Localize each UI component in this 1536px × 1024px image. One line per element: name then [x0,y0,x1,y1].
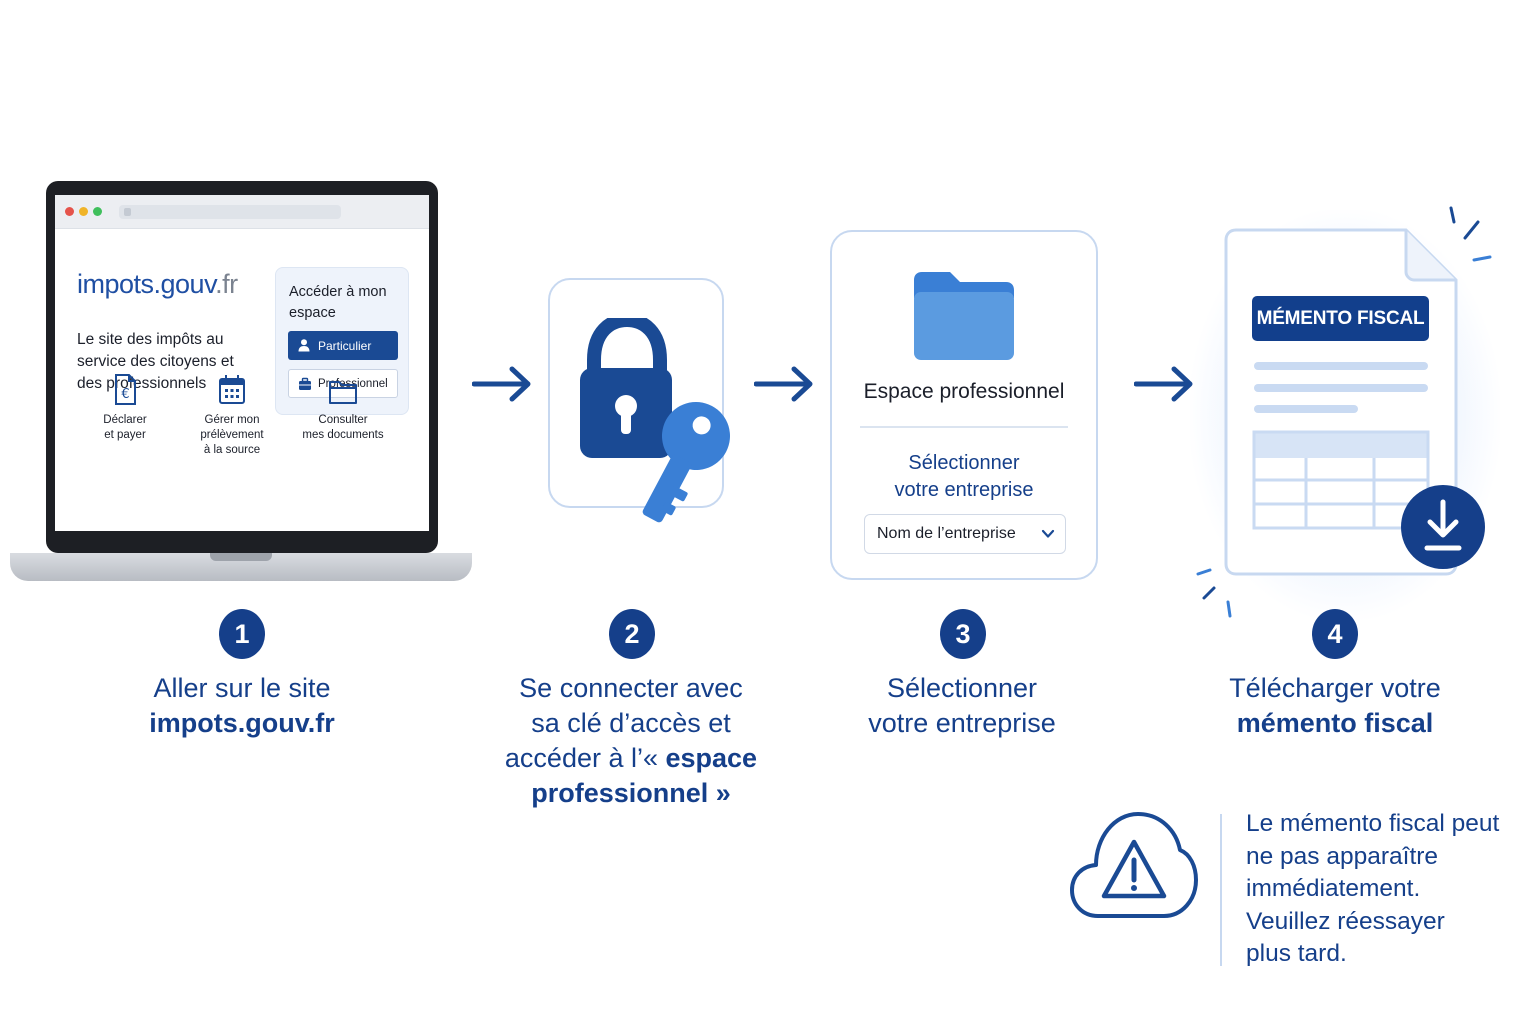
sparkle-icon [1472,255,1492,262]
service-declarer-label: Déclarer et payer [103,414,147,441]
step-4-bold: mémento fiscal [1236,708,1434,738]
arrow-right-icon [754,366,813,402]
close-dot-icon [65,207,74,216]
step-2-line4: professionnel » [481,776,781,811]
step-4-bold-line: mémento fiscal [1185,706,1485,741]
company-select[interactable]: Nom de l’entreprise [864,514,1066,554]
step-2-line2: sa clé d’accès et [531,708,731,738]
arrow-right-icon [472,366,531,402]
minimize-dot-icon [79,207,88,216]
step-1-bold: impots.gouv.fr [149,708,335,738]
step-caption-1: Aller sur le site impots.gouv.fr [92,671,392,741]
declare-icon: € [115,374,136,405]
step-2-line3: accéder à l’« espace [481,741,781,776]
browser-bar [55,195,429,229]
step-3-line1: Sélectionner [886,673,1038,703]
site-logo: impots.gouv.fr [77,269,238,300]
service-prelevement-label: Gérer mon prélèvement à la source [200,414,264,456]
site-tagline: Le site des impôts au service des citoye… [77,331,234,392]
arrow-right-icon [1134,366,1193,402]
calendar-icon [219,375,245,404]
step-1-link[interactable]: impots.gouv.fr [92,706,392,741]
step-2-line1: Se connecter avec [519,673,743,703]
step-2-line4-bold: professionnel » [531,778,731,808]
download-icon[interactable] [1400,478,1486,576]
sparkle-icon [1449,206,1480,240]
warning-text: Le mémento fiscal peut ne pas apparaître… [1246,810,1500,967]
sparkle-icon [1196,568,1232,618]
espace-title: Espace professionnel [863,380,1065,403]
step-caption-2: Se connecter avec sa clé d’accès et accé… [481,671,781,811]
laptop-base [10,553,472,581]
service-declarer[interactable]: € Déclarer et payer [70,373,180,443]
site-logo-name: impots.gouv [77,269,216,299]
step-number-2: 2 [609,609,655,659]
folder-icon [329,381,357,404]
step-3-line2: votre entreprise [868,708,1056,738]
select-company-label: Sélectionner votre entreprise [894,452,1034,501]
maximize-dot-icon [93,207,102,216]
user-icon [298,339,310,352]
access-title: Accéder à mon espace [289,284,387,321]
step-2-line3-bold: espace [665,743,758,773]
briefcase-icon [299,377,311,390]
service-prelevement[interactable]: Gérer mon prélèvement à la source [177,373,287,458]
step-4-line: Télécharger votre [1229,673,1441,703]
step-number-3: 3 [940,609,986,659]
chevron-down-icon [1041,529,1055,538]
step-caption-3: Sélectionner votre entreprise [812,671,1112,741]
step-2-line3-pre: accéder à l’« [504,743,666,773]
laptop-screen: impots.gouv.fr Le site des impôts au ser… [55,195,429,531]
step-number-4: 4 [1312,609,1358,659]
site-logo-tld: .fr [215,269,238,299]
service-documents[interactable]: Consulter mes documents [288,373,398,443]
memento-badge: MÉMENTO FISCAL [1252,296,1429,341]
warning-cloud-icon [1070,812,1198,918]
espace-card: Espace professionnel Sélectionner votre … [830,230,1098,580]
lock-key-icon [580,318,730,523]
company-select-value: Nom de l’entreprise [877,525,1016,542]
particulier-button[interactable]: Particulier [288,331,398,360]
svg-text:€: € [121,387,129,402]
folder-icon [914,272,1014,360]
particulier-label: Particulier [318,338,372,353]
url-bar [119,204,341,219]
professionnel-button[interactable]: Professionnel [288,369,398,398]
step-1-line: Aller sur le site [153,673,331,703]
espace-divider [860,426,1068,428]
warning-separator [1220,814,1222,966]
step-caption-4: Télécharger votre mémento fiscal [1185,671,1485,741]
laptop-illustration: impots.gouv.fr Le site des impôts au ser… [10,181,472,583]
step-number-1: 1 [219,609,265,659]
service-documents-label: Consulter mes documents [302,414,384,441]
professionnel-label: Professionnel [318,377,388,390]
access-card: Accéder à mon espace Particulier Profess… [275,267,409,415]
